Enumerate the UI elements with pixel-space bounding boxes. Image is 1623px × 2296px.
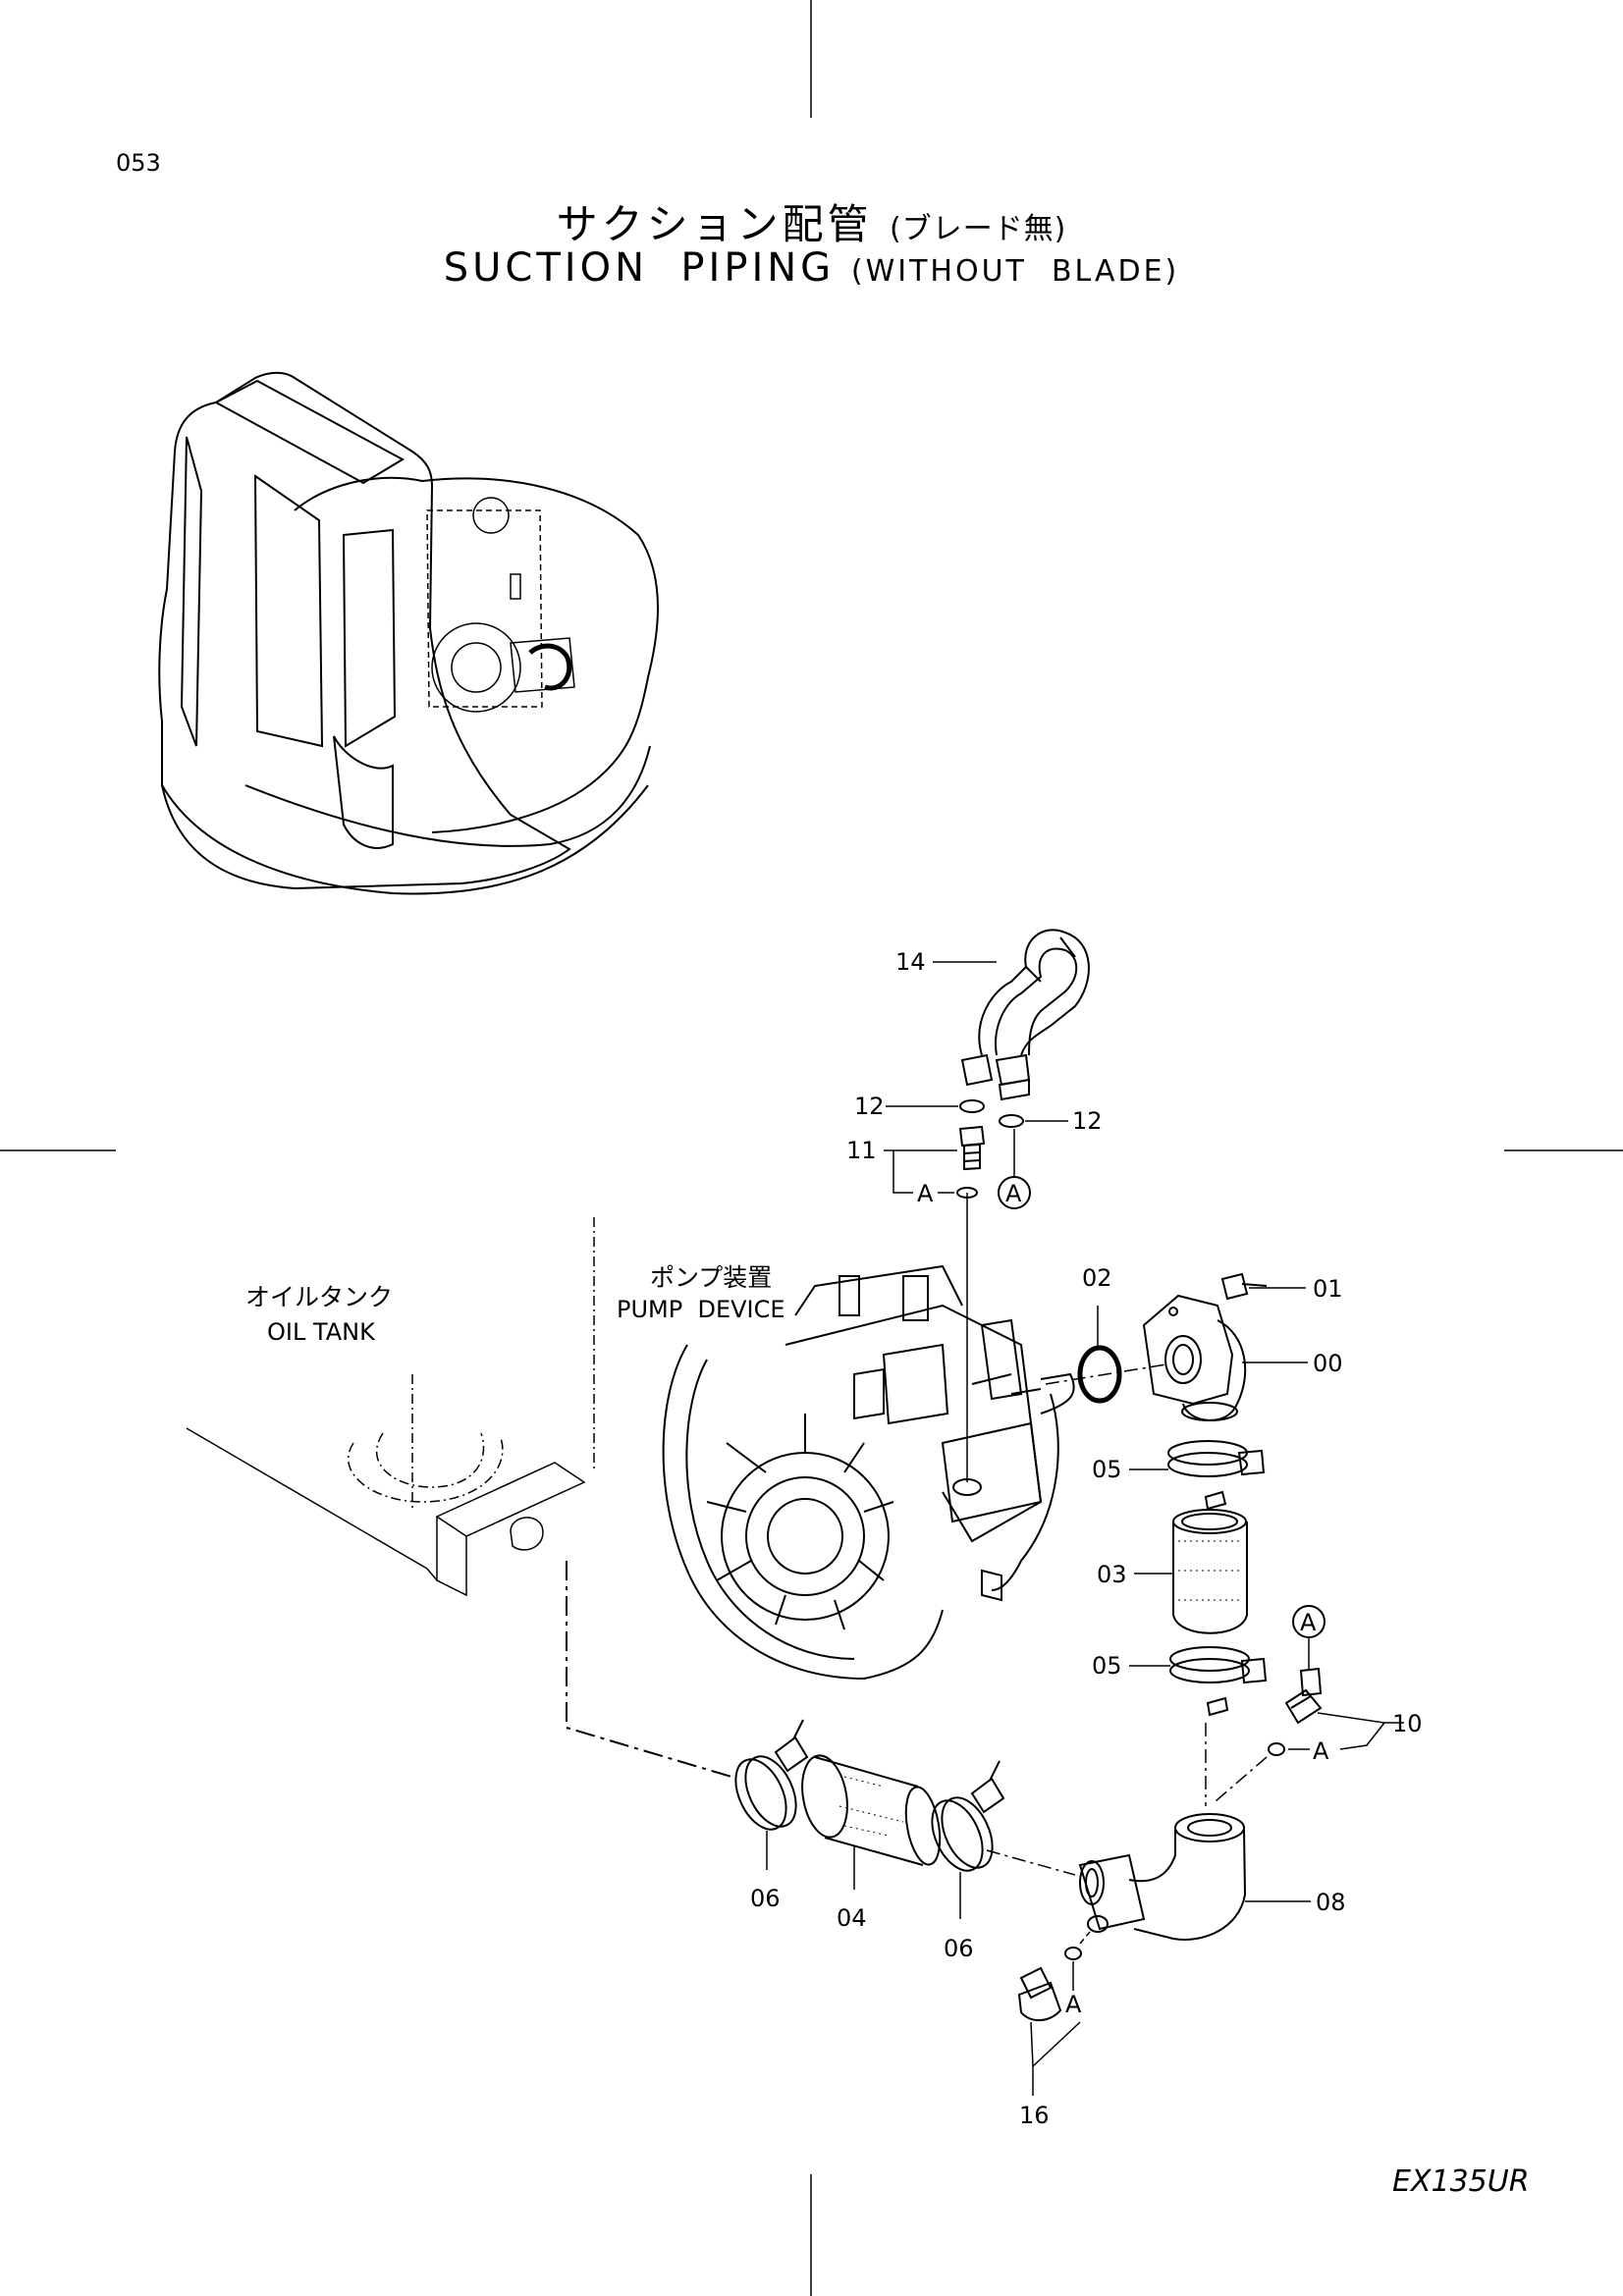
part-12-oring-right xyxy=(999,1114,1024,1128)
part-01-bolt xyxy=(1220,1272,1268,1301)
part-label-04: 04 xyxy=(837,1904,867,1932)
ref-a-label-10: A xyxy=(1313,1737,1329,1765)
part-16-axis xyxy=(1079,1931,1091,1945)
part-label-10: 10 xyxy=(1392,1710,1423,1737)
oil-tank-suction-line xyxy=(566,1561,732,1778)
title-en-sub: (WITHOUT BLADE) xyxy=(850,254,1180,289)
part-10-axis xyxy=(1215,1756,1268,1802)
part-00-flange-elbow xyxy=(1142,1294,1247,1421)
part-label-06a: 06 xyxy=(750,1885,781,1912)
part-label-06b: 06 xyxy=(944,1935,974,1962)
part-11-fitting xyxy=(958,1125,986,1171)
ref-a-oring-top xyxy=(956,1187,978,1199)
oil-tank-label-en: OIL TANK xyxy=(267,1318,376,1346)
part-10-elbow-fitting xyxy=(1284,1667,1323,1725)
lower-suction-axis xyxy=(986,1849,1076,1876)
pump-device-label-jp: ポンプ装置 xyxy=(650,1263,772,1292)
part-16-oring xyxy=(1064,1947,1082,1960)
pump-device xyxy=(662,1264,1075,1681)
part-06-clamp-left xyxy=(734,1719,809,1831)
part-label-01: 01 xyxy=(1313,1275,1343,1303)
part-10-oring xyxy=(1268,1742,1285,1756)
part-label-16: 16 xyxy=(1019,2102,1050,2129)
title-english: SUCTION PIPING (WITHOUT BLADE) xyxy=(0,245,1623,291)
part-12-oring-left xyxy=(959,1099,985,1113)
part-05-clamp-lower xyxy=(1169,1646,1268,1717)
part-10-leader xyxy=(1317,1712,1404,1750)
part-label-11: 11 xyxy=(846,1137,877,1164)
ref-a-label-11: A xyxy=(917,1180,934,1207)
part-label-00: 00 xyxy=(1313,1350,1343,1377)
part-03-hose xyxy=(1172,1509,1248,1634)
part-08-elbow-pipe xyxy=(1078,1813,1247,1941)
part-16-plug xyxy=(1017,1966,1062,2021)
part-11-leader xyxy=(884,1149,957,1194)
part-label-14: 14 xyxy=(895,948,926,976)
title-en-main: SUCTION PIPING xyxy=(443,245,836,291)
part-06-clamp-right xyxy=(931,1760,1005,1872)
ref-a-circle-top-text: A xyxy=(1005,1180,1022,1207)
model-code: EX135UR xyxy=(1392,2164,1530,2199)
part-label-02: 02 xyxy=(1082,1264,1112,1292)
title-jp-sub: (ブレード無) xyxy=(889,212,1067,246)
ref-a-label-16: A xyxy=(1065,1991,1082,2018)
oil-tank-label-jp: オイルタンク xyxy=(245,1283,393,1311)
part-label-08: 08 xyxy=(1316,1889,1346,1916)
pump-device-label-en: PUMP DEVICE xyxy=(617,1296,785,1323)
title-jp-main: サクション配管 xyxy=(556,200,873,248)
oil-tank xyxy=(186,1217,595,1597)
ref-a-circle-right-text: A xyxy=(1300,1609,1317,1636)
excavator-overview xyxy=(158,371,659,895)
title-japanese: サクション配管 (ブレード無) xyxy=(0,191,1623,251)
part-04-hose xyxy=(801,1754,942,1866)
part-02-axis xyxy=(1045,1363,1167,1385)
page-number: 053 xyxy=(116,149,161,177)
part-05-clamp-upper xyxy=(1167,1440,1266,1511)
part-label-12b: 12 xyxy=(1072,1107,1103,1135)
part-label-05b: 05 xyxy=(1092,1652,1122,1680)
part-16-leader xyxy=(1030,2021,1081,2096)
part-label-12a: 12 xyxy=(854,1093,885,1120)
part-14-hose xyxy=(960,929,1090,1101)
part-02-oring xyxy=(1077,1345,1122,1404)
part-label-05a: 05 xyxy=(1092,1456,1122,1483)
part-label-03: 03 xyxy=(1097,1561,1127,1588)
